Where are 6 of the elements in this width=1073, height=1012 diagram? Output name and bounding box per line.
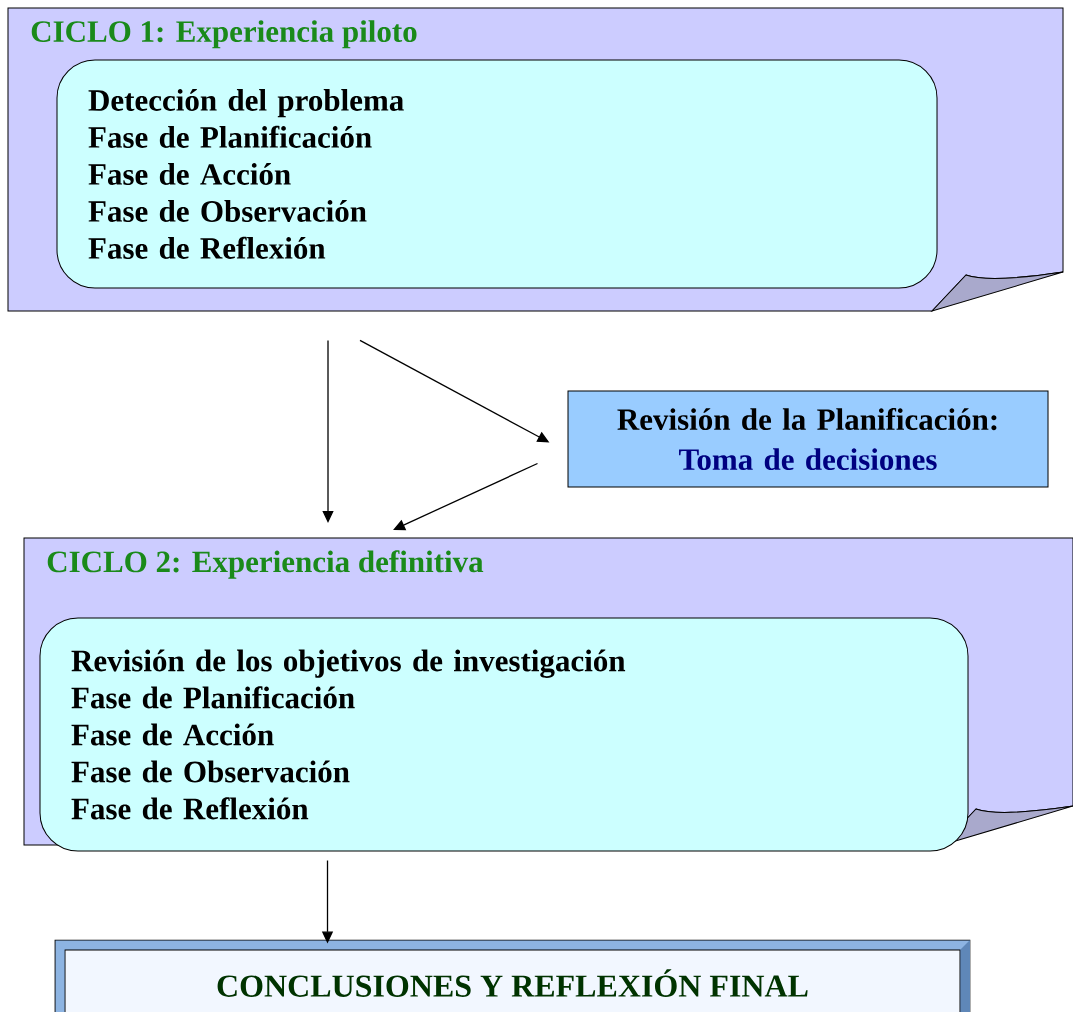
arrow xyxy=(393,462,539,531)
bevel-box: CONCLUSIONES Y REFLEXIÓN FINAL xyxy=(54,939,971,1012)
process-box: Revisión de la Planificación: Toma de decisiones xyxy=(567,390,1049,488)
rounded-box: Revisión de los objetivos de investigación Fase de Planificación Fase de Acción Fase de Observación Fase de Reflexión xyxy=(39,617,969,852)
arrow xyxy=(322,339,334,523)
rounded-box: Detección del problema Fase de Planificación Fase de Acción Fase de Observación Fase de Reflexión xyxy=(56,59,938,289)
